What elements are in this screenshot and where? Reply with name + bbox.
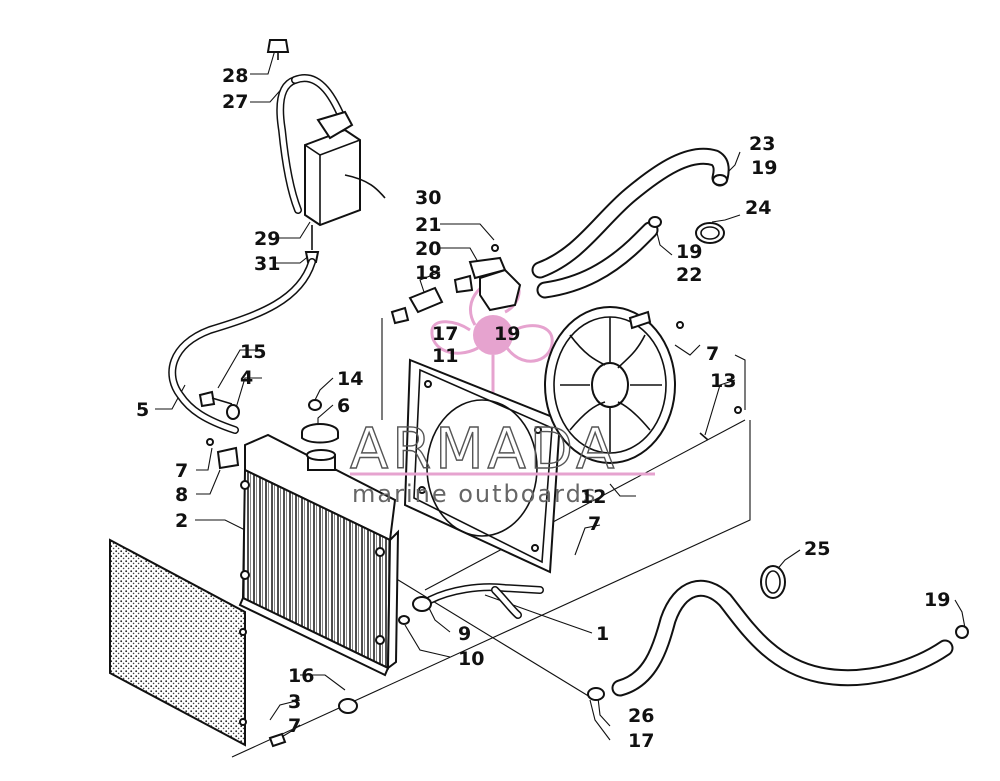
- radiator-screen: [109, 538, 247, 747]
- callout-labels: 28 27 29 31 30 21 20 18 17 19 11 23 19 2…: [136, 65, 950, 752]
- watermark-brand: ARMADA: [350, 417, 618, 482]
- watermark-tagline: marine outboards: [352, 480, 597, 508]
- radiator-cap: [301, 399, 339, 444]
- callout-26: 26: [628, 705, 654, 727]
- callout-30: 30: [415, 187, 441, 209]
- upper-hose-22: [536, 216, 662, 299]
- callout-13: 13: [710, 370, 736, 392]
- grommet: [338, 698, 358, 714]
- callout-28: 28: [222, 65, 248, 87]
- callout-8: 8: [175, 484, 188, 506]
- callout-4: 4: [240, 367, 253, 389]
- callout-3: 3: [288, 691, 301, 713]
- callout-25: 25: [804, 538, 830, 560]
- callout-24: 24: [745, 197, 771, 219]
- callout-6: 6: [337, 395, 350, 417]
- callout-20: 20: [415, 238, 441, 260]
- hose-clamp-25: [760, 565, 786, 599]
- callout-17-bottom: 17: [628, 730, 654, 752]
- overflow-hose: [168, 258, 316, 434]
- callout-2: 2: [175, 510, 188, 532]
- callout-16: 16: [288, 665, 314, 687]
- callout-1: 1: [596, 623, 609, 645]
- callout-19-far-right: 19: [924, 589, 950, 611]
- callout-19-right: 19: [676, 241, 702, 263]
- callout-21: 21: [415, 214, 441, 236]
- callout-7-fan: 7: [706, 343, 719, 365]
- callout-5: 5: [136, 399, 149, 421]
- thermostat-housing: [390, 244, 522, 325]
- fan-shroud: [403, 358, 562, 574]
- callout-19-upper-right: 19: [751, 157, 777, 179]
- callout-7-bottom: 7: [288, 715, 301, 737]
- callout-19-center: 19: [494, 323, 520, 345]
- bracket: [206, 438, 240, 470]
- watermark-text: ARMADA marine outboards: [349, 416, 655, 508]
- upper-hose-23: [531, 147, 730, 279]
- overflow-tank-assembly: [266, 39, 386, 263]
- radiator: [238, 433, 400, 677]
- bypass-hose: [398, 583, 544, 625]
- callout-18: 18: [415, 262, 441, 284]
- lower-hose-26: [587, 579, 969, 701]
- hose-clamp-24: [695, 222, 725, 244]
- callout-7-left: 7: [175, 460, 188, 482]
- callout-22: 22: [676, 264, 702, 286]
- callout-15: 15: [240, 341, 266, 363]
- callout-31: 31: [254, 253, 280, 275]
- screw-bottom: [268, 732, 287, 748]
- cooling-fan: [544, 306, 742, 464]
- callout-12: 12: [580, 486, 606, 508]
- callout-14: 14: [337, 368, 363, 390]
- callout-29: 29: [254, 228, 280, 250]
- callout-27: 27: [222, 91, 248, 113]
- callout-11: 11: [432, 345, 458, 367]
- callout-17-top: 17: [432, 323, 458, 345]
- callout-9: 9: [458, 623, 471, 645]
- callout-10: 10: [458, 648, 484, 670]
- callout-23: 23: [749, 133, 775, 155]
- callout-7-shroud: 7: [588, 513, 601, 535]
- bolt-and-washer: [198, 390, 240, 420]
